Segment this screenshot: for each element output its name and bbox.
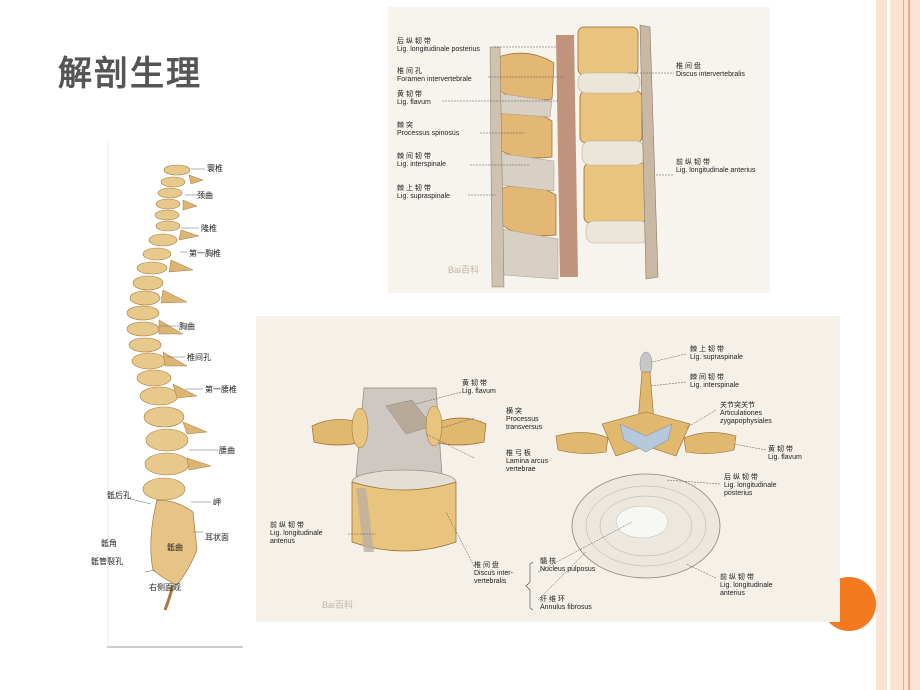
spine-label-sacral-hiatus: 骶管裂孔 <box>91 557 123 566</box>
cross-label-ant-longitudinal-la: Lig. longitudinale anterius <box>270 530 323 545</box>
sagittal-figure: 后 纵 韧 带 Lig. longitudinale posterius 椎 间… <box>388 7 770 293</box>
cross-label-post-longitudinal-cn: 后 纵 韧 带 <box>724 474 758 481</box>
cross-label-interspinale-cn: 棘 间 韧 带 <box>690 374 724 381</box>
spine-label-posterior-sacral-foramina: 骶后孔 <box>107 491 131 500</box>
cross-label-post-longitudinal-la: Lig. longitudinale posterius <box>724 482 777 497</box>
sag-label-spinous: 棘 突 Processus spinosus <box>397 122 459 138</box>
spine-label-promontory: 岬 <box>213 498 221 507</box>
cross-label-disc-la: Discus inter- vertebralis <box>474 570 513 585</box>
cross-label-transverse: 横 突 Processus transversus <box>506 408 542 432</box>
cross-label-nucleus-cn: 髓 核 <box>540 558 556 565</box>
sag-label-flavum-la: Lig. flavum <box>397 99 431 106</box>
cross-label-lamina-cn: 椎 弓 板 <box>506 450 531 457</box>
cross-label-flavum-cn: 黄 韧 带 <box>462 380 487 387</box>
cross-label-interspinale: 棘 间 韧 带 Lig. interspinale <box>690 374 739 390</box>
cross-label-transverse-la: Processus transversus <box>506 416 543 431</box>
sag-label-interspinale: 棘 间 韧 带 Lig. interspinale <box>397 153 446 169</box>
cross-label-ant-longitudinal-right: 前 纵 韧 带 Lig. longitudinale anterius <box>720 574 773 598</box>
cross-figure: 黄 韧 带 Lig. flavum 横 突 Processus transver… <box>256 316 840 622</box>
cross-label-ant-longitudinal-right-la: Lig. longitudinale anterius <box>720 582 773 597</box>
spine-label-first-thoracic: 第一胸椎 <box>189 249 221 258</box>
sagittal-illustration <box>442 24 674 288</box>
cross-label-transverse-cn: 横 突 <box>506 408 522 415</box>
cross-label-ant-longitudinal-cn: 前 纵 韧 带 <box>270 522 304 529</box>
sag-label-spinous-cn: 棘 突 <box>397 122 413 129</box>
sag-label-post-longitudinal: 后 纵 韧 带 Lig. longitudinale posterius <box>397 38 480 54</box>
spine-label-auricular-surface: 耳状面 <box>205 533 229 542</box>
spine-label-atlas: 寰椎 <box>207 164 223 173</box>
cross-label-flavum-right-la: Lig. flavum <box>768 454 802 461</box>
sag-label-post-longitudinal-la: Lig. longitudinale posterius <box>397 46 480 53</box>
spine-label-sacral-curve: 骶曲 <box>167 543 183 552</box>
sag-label-disc: 椎 间 盘 Discus intervertebralis <box>676 63 745 79</box>
cross-label-supraspinale-cn: 棘 上 韧 带 <box>690 346 724 353</box>
spine-label-intervertebral-foramen: 椎间孔 <box>187 353 211 362</box>
spine-caption: 右侧面观 <box>149 583 181 592</box>
cross-illustration <box>311 351 767 611</box>
cross-label-flavum-la: Lig. flavum <box>462 388 496 395</box>
sag-label-flavum: 黄 韧 带 Lig. flavum <box>397 91 431 107</box>
cross-label-annulus: 纤 维 环 Annulus fibrosus <box>540 596 592 612</box>
cross-label-nucleus: 髓 核 Nucleus pulposus <box>540 558 595 574</box>
sag-label-supraspinale-la: Lig. supraspinale <box>397 193 450 200</box>
sag-label-post-longitudinal-cn: 后 纵 韧 带 <box>397 38 431 45</box>
sag-label-supraspinale-cn: 棘 上 韧 带 <box>397 185 431 192</box>
cross-label-flavum-right: 黄 韧 带 Lig. flavum <box>768 446 802 462</box>
spine-label-lumbar-curve: 腰曲 <box>219 446 235 455</box>
cross-label-annulus-cn: 纤 维 环 <box>540 596 565 603</box>
spine-label-sacral-cornu: 骶角 <box>101 539 117 548</box>
spine-illustration <box>107 140 243 648</box>
cross-label-annulus-la: Annulus fibrosus <box>540 604 592 611</box>
spine-label-thoracic-curve: 胸曲 <box>179 322 195 331</box>
slide-title: 解剖生理 <box>58 54 202 94</box>
cross-label-articular: 关节突关节 Articulationes zygapophysiales <box>720 402 772 426</box>
cross-label-post-longitudinal: 后 纵 韧 带 Lig. longitudinale posterius <box>724 474 777 498</box>
cross-label-ant-longitudinal-right-cn: 前 纵 韧 带 <box>720 574 754 581</box>
cross-label-flavum: 黄 韧 带 Lig. flavum <box>462 380 496 396</box>
cross-label-lamina: 椎 弓 板 Lamina arcus vertebrae <box>506 450 548 474</box>
cross-label-disc: 椎 间 盘 Discus inter- vertebralis <box>474 562 513 586</box>
spine-label-vertebra-prominens: 隆椎 <box>201 224 217 233</box>
sag-label-spinous-la: Processus spinosus <box>397 130 460 137</box>
sag-label-ant-longitudinal-la: Lig. longitudinale anterius <box>676 167 756 174</box>
cross-label-articular-la: Articulationes zygapophysiales <box>720 410 772 425</box>
spine-label-first-lumbar: 第一腰椎 <box>205 385 237 394</box>
sag-label-foramen: 椎 间 孔 Foramen intervertebrale <box>397 68 472 84</box>
cross-label-supraspinale-la: Lig. supraspinale <box>690 354 743 361</box>
sag-label-flavum-cn: 黄 韧 带 <box>397 91 422 98</box>
cross-label-interspinale-la: Lig. interspinale <box>690 382 740 389</box>
slide-border <box>876 0 920 690</box>
sag-label-foramen-cn: 椎 间 孔 <box>397 68 422 75</box>
sag-label-foramen-la: Foramen intervertebrale <box>397 76 472 83</box>
cross-watermark: Bai百科 <box>322 600 354 610</box>
sag-label-interspinale-cn: 棘 间 韧 带 <box>397 153 431 160</box>
cross-label-ant-longitudinal: 前 纵 韧 带 Lig. longitudinale anterius <box>270 522 323 546</box>
sag-label-ant-longitudinal-cn: 前 纵 韧 带 <box>676 159 710 166</box>
cross-label-flavum-right-cn: 黄 韧 带 <box>768 446 793 453</box>
sag-watermark: Bai百科 <box>448 265 480 275</box>
sag-label-ant-longitudinal: 前 纵 韧 带 Lig. longitudinale anterius <box>676 159 755 175</box>
cross-label-disc-cn: 椎 间 盘 <box>474 562 499 569</box>
sag-label-disc-la: Discus intervertebralis <box>676 71 745 78</box>
sag-label-supraspinale: 棘 上 韧 带 Lig. supraspinale <box>397 185 450 201</box>
sag-label-interspinale-la: Lig. interspinale <box>397 161 447 168</box>
spine-figure: 寰椎 颈曲 隆椎 第一胸椎 胸曲 椎间孔 第一腰椎 腰曲 岬 耳状面 骶后孔 骶… <box>91 140 243 648</box>
cross-label-articular-cn: 关节突关节 <box>720 402 755 409</box>
cross-label-nucleus-la: Nucleus pulposus <box>540 566 596 573</box>
cross-label-supraspinale: 棘 上 韧 带 Lig. supraspinale <box>690 346 743 362</box>
sag-label-disc-cn: 椎 间 盘 <box>676 63 701 70</box>
spine-label-cervical-curve: 颈曲 <box>197 191 213 200</box>
cross-label-lamina-la: Lamina arcus vertebrae <box>506 458 549 473</box>
